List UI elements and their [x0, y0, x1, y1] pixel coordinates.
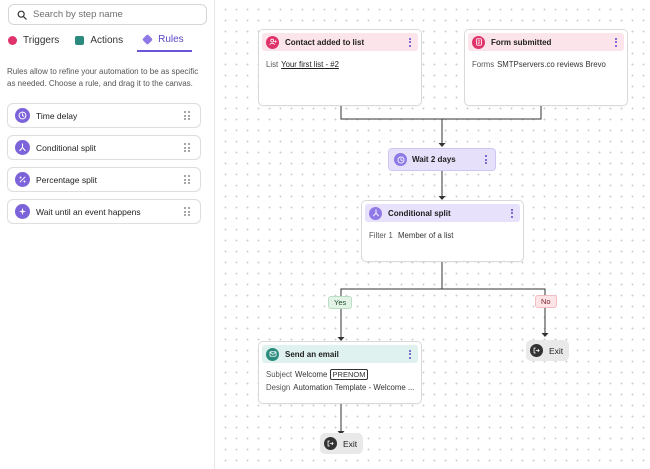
rule-label: Wait until an event happens [36, 206, 141, 217]
drag-handle-icon[interactable] [184, 110, 194, 122]
subject-value: Welcome [295, 370, 328, 379]
tab-actions-label: Actions [90, 34, 124, 46]
wait-node[interactable]: Wait 2 days [388, 148, 496, 171]
node-header: Contact added to list [262, 33, 418, 51]
rule-percentage-split[interactable]: Percentage split [7, 167, 201, 192]
rule-label: Percentage split [36, 174, 97, 185]
node-header: Send an email [262, 345, 418, 363]
forms-key: Forms [472, 60, 495, 69]
tab-rules[interactable]: Rules [137, 28, 192, 52]
envelope-icon [266, 347, 279, 361]
rule-conditional-split[interactable]: Conditional split [7, 135, 201, 160]
design-value: Automation Template - Welcome ... [293, 382, 415, 392]
sidebar: Triggers Actions Rules Rules allow to re… [0, 0, 215, 469]
list-key: List [266, 60, 279, 69]
node-title: Contact added to list [285, 37, 365, 47]
search-input[interactable] [33, 9, 203, 20]
node-body: Filter 1 Member of a list [362, 225, 523, 248]
conditional-split-node[interactable]: Conditional split Filter 1 Member of a l… [361, 200, 524, 262]
node-title: Conditional split [388, 208, 451, 218]
exit-node-yes[interactable]: Exit [320, 433, 364, 454]
node-header: Form submitted [468, 33, 624, 51]
rule-label: Time delay [36, 110, 78, 121]
tab-triggers-label: Triggers [23, 34, 60, 46]
personalization-tag: PRENOM [329, 369, 369, 380]
node-title: Form submitted [491, 37, 552, 47]
drag-handle-icon[interactable] [184, 142, 194, 154]
tab-bar: Triggers Actions Rules [6, 28, 198, 52]
forms-value: SMTPservers.co reviews Brevo [497, 60, 606, 69]
actions-square-icon [75, 35, 85, 45]
rules-diamond-icon [142, 33, 154, 45]
more-options-icon[interactable] [481, 154, 491, 166]
drag-handle-icon[interactable] [184, 206, 194, 218]
exit-label: Exit [343, 438, 358, 449]
rule-wait-until-event[interactable]: Wait until an event happens [7, 199, 201, 224]
subject-key: Subject [266, 370, 293, 379]
tab-rules-label: Rules [158, 33, 184, 45]
search-box[interactable] [8, 4, 207, 25]
node-header: Conditional split [365, 204, 520, 222]
node-title: Send an email [285, 349, 339, 359]
filter-key: Filter 1 [369, 231, 393, 240]
more-options-icon[interactable] [405, 348, 415, 360]
tab-actions[interactable]: Actions [73, 28, 131, 52]
more-options-icon[interactable] [507, 207, 517, 219]
branch-no-label: No [535, 295, 557, 308]
search-icon [17, 10, 27, 20]
node-title: Wait 2 days [412, 155, 456, 164]
sparkle-icon [15, 204, 30, 219]
design-key: Design [266, 382, 291, 392]
clock-icon [394, 153, 407, 166]
rule-label: Conditional split [36, 142, 97, 153]
tab-triggers[interactable]: Triggers [6, 28, 67, 52]
split-icon [15, 140, 30, 155]
user-plus-icon [266, 35, 279, 49]
exit-icon [324, 437, 337, 450]
exit-icon [530, 344, 543, 357]
percent-icon [15, 172, 30, 187]
more-options-icon[interactable] [611, 36, 621, 48]
rules-description: Rules allow to refine your automation to… [7, 67, 199, 88]
clock-icon [15, 108, 30, 123]
split-icon [369, 206, 382, 220]
drag-handle-icon[interactable] [184, 174, 194, 186]
branch-yes-label: Yes [328, 296, 353, 309]
rule-time-delay[interactable]: Time delay [7, 103, 201, 128]
exit-label: Exit [549, 345, 564, 356]
filter-value: Member of a list [398, 231, 454, 240]
more-options-icon[interactable] [405, 36, 415, 48]
list-link[interactable]: Your first list - #2 [281, 60, 339, 69]
form-icon [472, 35, 485, 49]
triggers-dot-icon [8, 35, 17, 45]
exit-node-no[interactable]: Exit [526, 340, 570, 361]
